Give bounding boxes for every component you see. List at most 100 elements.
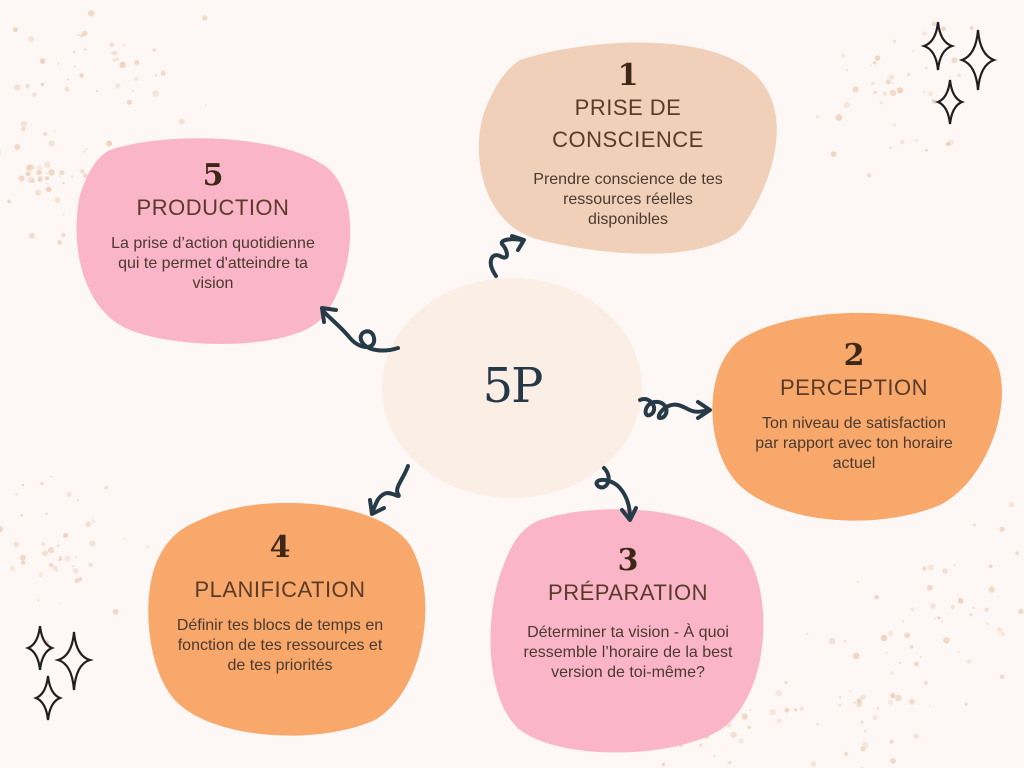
speckle-dot (55, 569, 59, 572)
speckle-dot (856, 580, 859, 583)
speckle-dot (54, 197, 61, 204)
speckle-dot (74, 578, 80, 584)
sparkle-icon (54, 631, 94, 691)
speckle-dot (928, 91, 934, 97)
speckle-dot (871, 81, 875, 86)
speckle-dot (35, 193, 37, 195)
speckle-dot (923, 91, 926, 94)
speckle-dot (872, 715, 878, 721)
speckle-dot (922, 566, 927, 571)
speckle-dot (20, 554, 26, 561)
speckle-dot (45, 172, 48, 175)
speckle-dot (91, 519, 95, 523)
speckle-dot (134, 60, 140, 66)
speckle-dot (927, 564, 934, 571)
blob-step-2 (712, 312, 1002, 521)
speckle-dot (178, 118, 185, 125)
speckle-dot (45, 182, 49, 185)
speckle-dot (986, 622, 989, 625)
speckle-dot (43, 131, 48, 136)
speckle-dot (972, 606, 975, 609)
speckle-dot (943, 637, 950, 644)
speckle-dot (96, 89, 98, 92)
step-3-node: 3 PRÉPARATION Déterminer ta vision - À q… (498, 545, 758, 683)
speckle-dot (958, 598, 962, 602)
speckle-dot (53, 129, 56, 132)
speckle-dot (52, 565, 58, 571)
speckle-dot (945, 141, 951, 147)
speckle-dot (88, 562, 93, 568)
step-3-title: PRÉPARATION (548, 580, 708, 605)
speckle-dot (45, 186, 52, 193)
speckle-dot (874, 595, 879, 600)
speckle-dot (830, 151, 837, 157)
speckle-dot (988, 564, 993, 569)
speckle-dot (969, 613, 973, 617)
speckle-dot (61, 233, 66, 238)
speckle-dot (852, 652, 860, 660)
speckle-dot (890, 758, 896, 764)
center-label: 5P (482, 358, 544, 414)
speckle-dot (816, 114, 820, 119)
speckle-dot (900, 139, 905, 145)
speckle-dot (835, 114, 843, 121)
speckle-dot (40, 481, 44, 486)
speckle-dot (943, 53, 946, 56)
speckle-dot (74, 65, 76, 68)
speckle-dot (126, 99, 132, 105)
speckle-dot (80, 169, 85, 174)
speckle-dot (18, 175, 25, 182)
speckle-dot (712, 754, 716, 758)
speckle-dot (45, 512, 48, 515)
speckle-dot (204, 104, 207, 107)
speckle-dot (21, 483, 25, 487)
speckle-dot (27, 164, 35, 171)
speckle-dot (59, 170, 65, 176)
speckle-dot (88, 10, 95, 17)
speckle-dot (769, 709, 776, 716)
speckle-dot (849, 690, 852, 693)
speckle-dot (853, 701, 856, 704)
speckle-dot (860, 696, 863, 699)
speckle-dot (906, 72, 911, 77)
speckle-dot (20, 514, 23, 517)
arrow-to-step-2 (638, 397, 710, 420)
speckle-dot (77, 34, 80, 37)
speckle-dot (910, 607, 915, 612)
speckle-dot (32, 92, 37, 97)
speckle-dot (866, 172, 872, 178)
speckle-dot (913, 733, 919, 739)
speckle-dot (62, 213, 65, 216)
arrow-head-step-5 (320, 306, 338, 324)
speckle-dot (925, 148, 928, 152)
speckle-dot (988, 586, 995, 593)
speckle-dot (13, 541, 20, 548)
speckle-dot (7, 199, 11, 204)
speckle-dot (889, 74, 895, 80)
step-5-description: La prise d’action quotidienne qui te per… (111, 235, 315, 292)
speckle-dot (931, 99, 936, 103)
speckle-dot (937, 616, 941, 620)
speckle-dot (699, 743, 703, 747)
speckle-dot (57, 62, 60, 65)
blob-step-4 (148, 502, 426, 736)
speckle-dot (58, 555, 63, 560)
speckle-dot (869, 64, 872, 67)
speckle-dot (775, 689, 783, 697)
speckle-dot (912, 50, 915, 52)
arrow-head-step-4 (368, 498, 386, 516)
speckle-dot (83, 150, 86, 153)
speckle-dot (856, 701, 862, 707)
speckle-dot (58, 175, 61, 178)
speckle-dot (79, 73, 84, 78)
speckle-dot (941, 26, 946, 32)
speckle-dot (71, 175, 73, 178)
speckle-dot (106, 140, 113, 147)
speckle-dot (893, 39, 896, 43)
speckle-dot (909, 645, 914, 649)
step-4-description: Définir tes blocs de temps en fonction d… (176, 617, 384, 674)
speckle-dot (72, 565, 75, 568)
speckle-dot (810, 761, 817, 767)
speckle-dot (104, 485, 108, 490)
speckle-dot (885, 651, 888, 654)
